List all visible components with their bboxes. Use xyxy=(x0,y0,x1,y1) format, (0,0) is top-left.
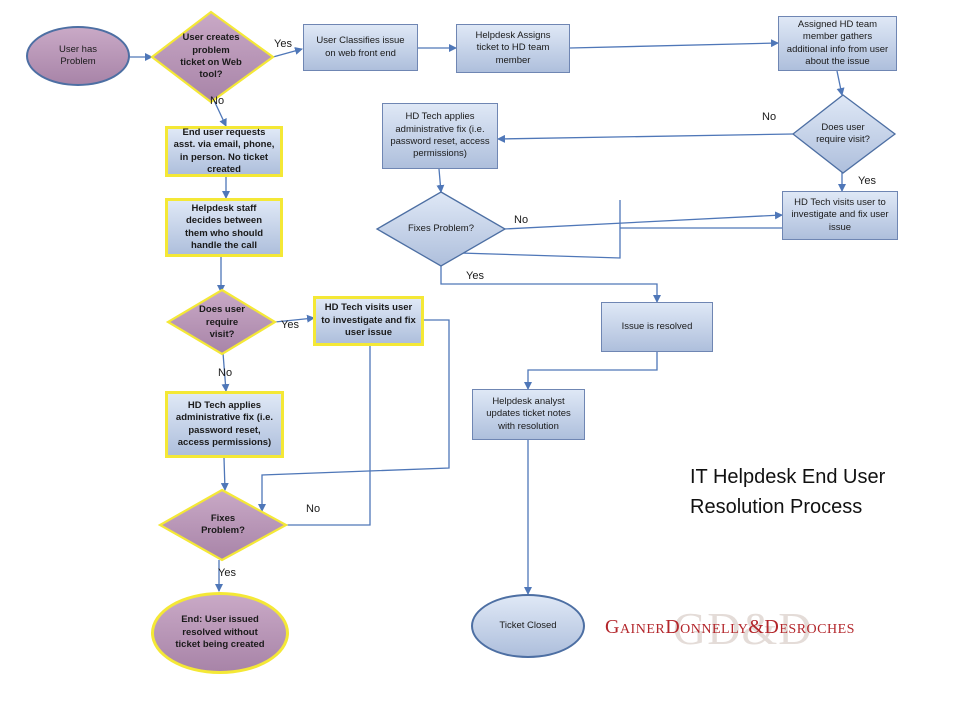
diamond-fixes-problem-right xyxy=(375,191,507,267)
node-analyst-updates: Helpdesk analyst updates ticket notes wi… xyxy=(472,389,585,440)
label-yes-fixes-right: Yes xyxy=(466,270,484,282)
node-issue-resolved: Issue is resolved xyxy=(601,302,713,352)
text-does-visit-right: Does user require visit? xyxy=(816,121,870,145)
logo-wordmark: GainerDonnelly&Desroches xyxy=(605,616,855,638)
edge-fixes-no-to-visit-box xyxy=(503,211,783,230)
node-hd-tech-applies-right: HD Tech applies administrative fix (i.e.… xyxy=(382,103,498,169)
edge-gather-to-visit-decision xyxy=(836,70,845,96)
label-yes-fixes-left: Yes xyxy=(218,567,236,579)
edge-apply-to-fixes xyxy=(436,168,445,193)
text-fixes-problem-right: Fixes Problem? xyxy=(408,222,474,234)
label-no-fixes-left: No xyxy=(306,503,321,515)
node-staff-decides: Helpdesk staff decides between them who … xyxy=(165,198,283,257)
edge-visit-box-left-loop-back xyxy=(258,319,450,512)
edge-apply-to-fixes-left xyxy=(220,457,229,491)
text-user-creates-ticket: User creates problem ticket on Web tool? xyxy=(180,32,242,81)
node-user-has-problem: User has Problem xyxy=(26,26,130,86)
text-fixes-problem-left: Fixes Problem? xyxy=(201,512,245,536)
node-hd-tech-applies-left: HD Tech applies administrative fix (i.e.… xyxy=(165,391,284,458)
node-user-classifies: User Classifies issue on web front end xyxy=(303,24,418,71)
label-yes-top: Yes xyxy=(274,38,292,50)
diamond-fixes-problem-left xyxy=(157,488,289,562)
logo-monogram: GD&D xyxy=(673,603,813,654)
label-yes-visit-left: Yes xyxy=(281,319,299,331)
diagram-title: IT Helpdesk End User Resolution Process xyxy=(690,466,886,518)
edge-decision-yes-to-classify xyxy=(272,47,303,58)
diamond-does-visit-right xyxy=(791,94,897,174)
edge-visit-no-to-apply-left xyxy=(221,352,230,392)
edge-resolved-to-analyst xyxy=(524,352,658,390)
edge-fixes-no-loop xyxy=(266,330,374,526)
edge-visit-yes-to-visit-box-left xyxy=(274,314,315,323)
diamond-user-creates-ticket xyxy=(150,10,275,104)
diamond-does-visit-left xyxy=(165,288,278,356)
label-no-visit-left: No xyxy=(218,367,233,379)
node-end-user-requests: End user requests asst. via email, phone… xyxy=(165,126,283,177)
node-helpdesk-assigns: Helpdesk Assigns ticket to HD team membe… xyxy=(456,24,570,73)
company-logo: GD&D GainerDonnelly&Desroches xyxy=(605,603,895,654)
label-no-fixes-right: No xyxy=(514,214,529,226)
text-does-visit-left: Does user require visit? xyxy=(199,304,245,341)
label-no-visit-right: No xyxy=(762,111,777,123)
node-ticket-closed: Ticket Closed xyxy=(471,594,585,658)
node-hd-tech-visits-right: HD Tech visits user to investigate and f… xyxy=(782,191,898,240)
edge-fixes-yes-to-resolved xyxy=(440,266,661,303)
node-hd-tech-visits-left: HD Tech visits user to investigate and f… xyxy=(313,296,424,346)
node-end-resolved: End: User issued resolved without ticket… xyxy=(151,592,289,674)
edge-assign-to-gather xyxy=(569,39,779,49)
edge-visit-box-loop-back xyxy=(427,200,782,259)
label-no-top: No xyxy=(210,95,225,107)
edge-visit-no-to-apply xyxy=(497,133,794,143)
node-assigned-gathers: Assigned HD team member gathers addition… xyxy=(778,16,897,71)
label-yes-visit-right: Yes xyxy=(858,175,876,187)
